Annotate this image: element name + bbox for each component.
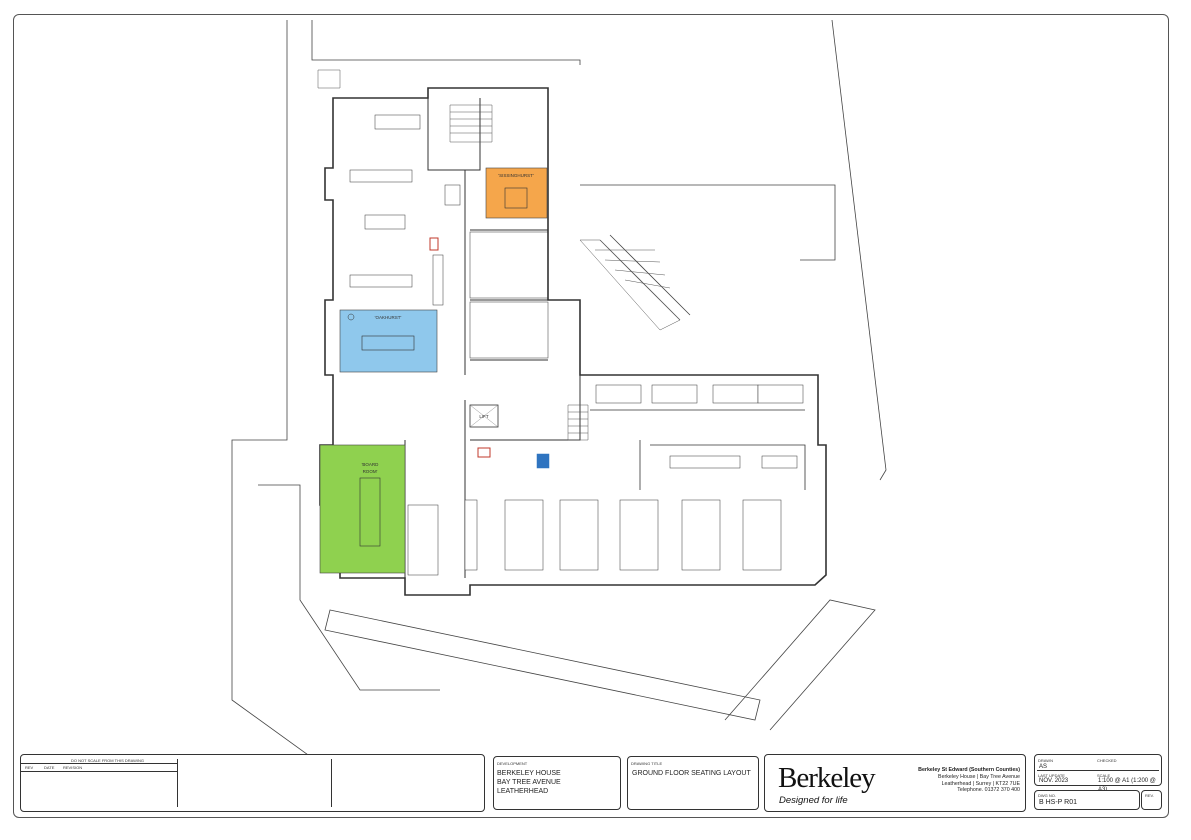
oakhurst-table [361,335,415,351]
drawing-title-value: GROUND FLOOR SEATING LAYOUT [632,770,751,777]
highlighted-furniture [429,237,550,469]
lift-label: LIFT [479,414,489,419]
company-panel [764,754,1026,812]
drawing-title-panel: DRAWING TITLE GROUND FLOOR SEATING LAYOU… [627,756,759,810]
date-column-header: DATE [44,765,55,770]
boardroom-fill [319,444,406,574]
rev-number-panel: REV. [1141,790,1162,810]
red-chair-south [477,447,491,458]
development-line1: BERKELEY HOUSE [497,770,561,777]
rev-column-header: REV [25,765,34,770]
development-line3: LEATHERHEAD [497,788,549,795]
company-address-2: Leatherhead | Surrey | KT22 7UE [941,780,1020,787]
berkeley-tagline: Designed for life [779,795,848,806]
blue-lockers [536,453,550,469]
revision-column-header: REVISION [63,765,83,770]
last-update-value: NOV. 2023 [1039,778,1069,784]
berkeley-logo: Berkeley [778,762,876,794]
company-name: Berkeley St Edward (Southern Counties) [918,767,1020,773]
revision-divider [177,759,178,807]
development-line2: BAY TREE AVENUE [497,779,561,786]
room-sissinghurst: 'SISSINGHURST' [485,167,548,219]
no-scale-caption: DO NOT SCALE FROM THIS DRAWING [71,758,145,763]
dwg-no-value: B HS-P R01 [1039,799,1077,806]
clock-icon [347,313,355,321]
room-board-room: 'BOARD ROOM' [319,444,406,574]
boardroom-label-line1: 'BOARD [362,462,380,467]
workstations-north [349,114,461,306]
development-label: DEVELOPMENT [497,761,528,766]
boardroom-label-line2: ROOM' [363,469,378,474]
dwg-number-panel: DWG No. B HS-P R01 [1034,790,1140,810]
checked-label: CHECKED [1097,758,1117,763]
development-panel: DEVELOPMENT BERKELEY HOUSE BAY TREE AVEN… [493,756,621,810]
oakhurst-fill [339,309,438,373]
company-address-block: Berkeley St Edward (Southern Counties) B… [880,767,1020,794]
revision-divider-2 [331,759,332,807]
red-chair-north [429,237,439,251]
workstations-east [464,384,804,571]
company-phone: Telephone. 01372 370 400 [957,787,1020,794]
sheet-border [13,14,1169,818]
washrooms [407,231,549,576]
drawing-title-label: DRAWING TITLE [631,761,663,766]
rev-label: REV. [1145,793,1154,798]
drawn-label: DRAWN [1038,758,1053,763]
lift-shaft: LIFT [469,404,499,428]
stairs [317,69,681,441]
last-update-label: LAST UPDATE [1038,773,1065,778]
scale-label: SCALE [1097,773,1111,778]
company-address-1: Berkeley House | Bay Tree Avenue [938,773,1020,780]
dwg-no-label: DWG No. [1038,793,1056,798]
sissinghurst-label: 'SISSINGHURST' [498,173,534,178]
meta-divider [1037,770,1159,771]
meta-panel: DRAWN AS CHECKED LAST UPDATE NOV. 2023 S… [1034,754,1162,793]
room-oakhurst: 'OAKHURST' [339,309,438,373]
sissinghurst-fill [485,167,548,219]
boardroom-table [359,477,381,547]
oakhurst-label: 'OAKHURST' [375,315,402,320]
drawn-value: AS [1039,764,1048,770]
revision-header-row: REV DATE REVISION [21,763,178,772]
sissinghurst-table [504,187,528,209]
revision-panel: DO NOT SCALE FROM THIS DRAWING REV DATE … [20,754,485,812]
building-walls [319,87,827,596]
